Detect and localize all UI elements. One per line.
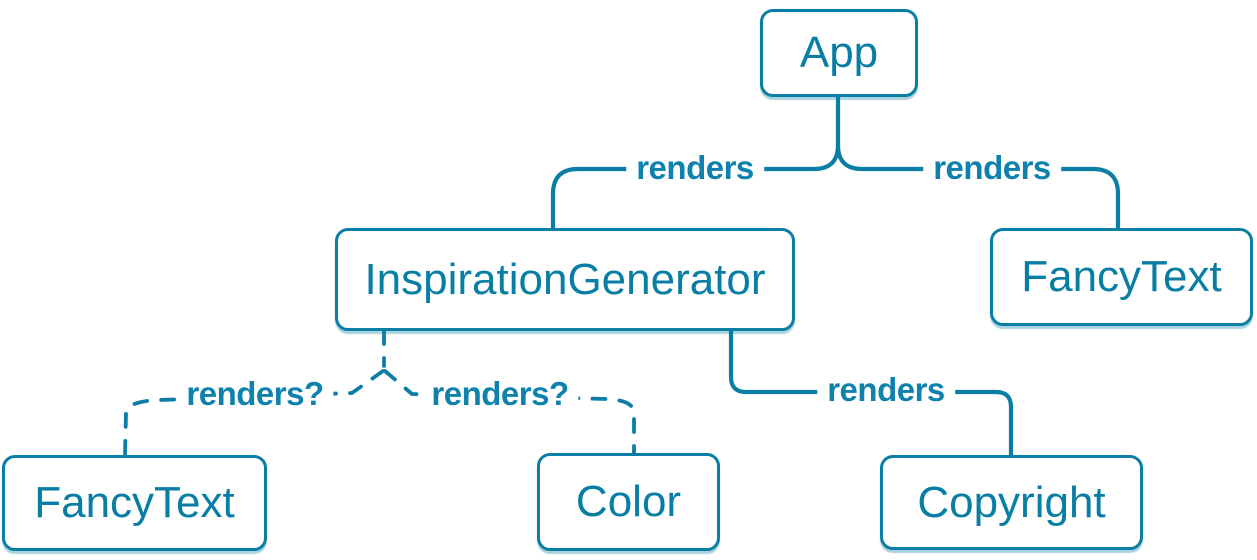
edge-label-renders-conditional-right: renders? <box>421 373 579 415</box>
node-fancy-text-bottom-label: FancyText <box>34 478 235 527</box>
node-app-label: App <box>799 28 879 77</box>
node-fancy-text-top-label: FancyText <box>1021 252 1222 301</box>
edge-label-renders-right: renders <box>923 147 1061 189</box>
node-app: App <box>760 9 918 97</box>
edge-label-renders-conditional-left: renders? <box>176 373 334 415</box>
node-fancy-text-bottom: FancyText <box>2 455 267 551</box>
node-fancy-text-top: FancyText <box>990 228 1253 326</box>
edge-app-fancytext <box>835 142 1121 231</box>
node-color: Color <box>537 453 720 551</box>
edge-label-renders-bottom: renders <box>817 369 955 411</box>
node-inspiration-generator: InspirationGenerator <box>335 228 795 331</box>
edge-label-renders-left: renders <box>626 147 764 189</box>
edge-inspirationgenerator-fancytext-dashed <box>123 369 385 457</box>
node-inspiration-generator-label: InspirationGenerator <box>364 254 766 304</box>
node-copyright-label: Copyright <box>917 477 1106 527</box>
edge-inspirationgenerator-color-dashed <box>383 369 636 455</box>
node-copyright: Copyright <box>880 455 1143 550</box>
node-color-label: Color <box>575 477 682 526</box>
